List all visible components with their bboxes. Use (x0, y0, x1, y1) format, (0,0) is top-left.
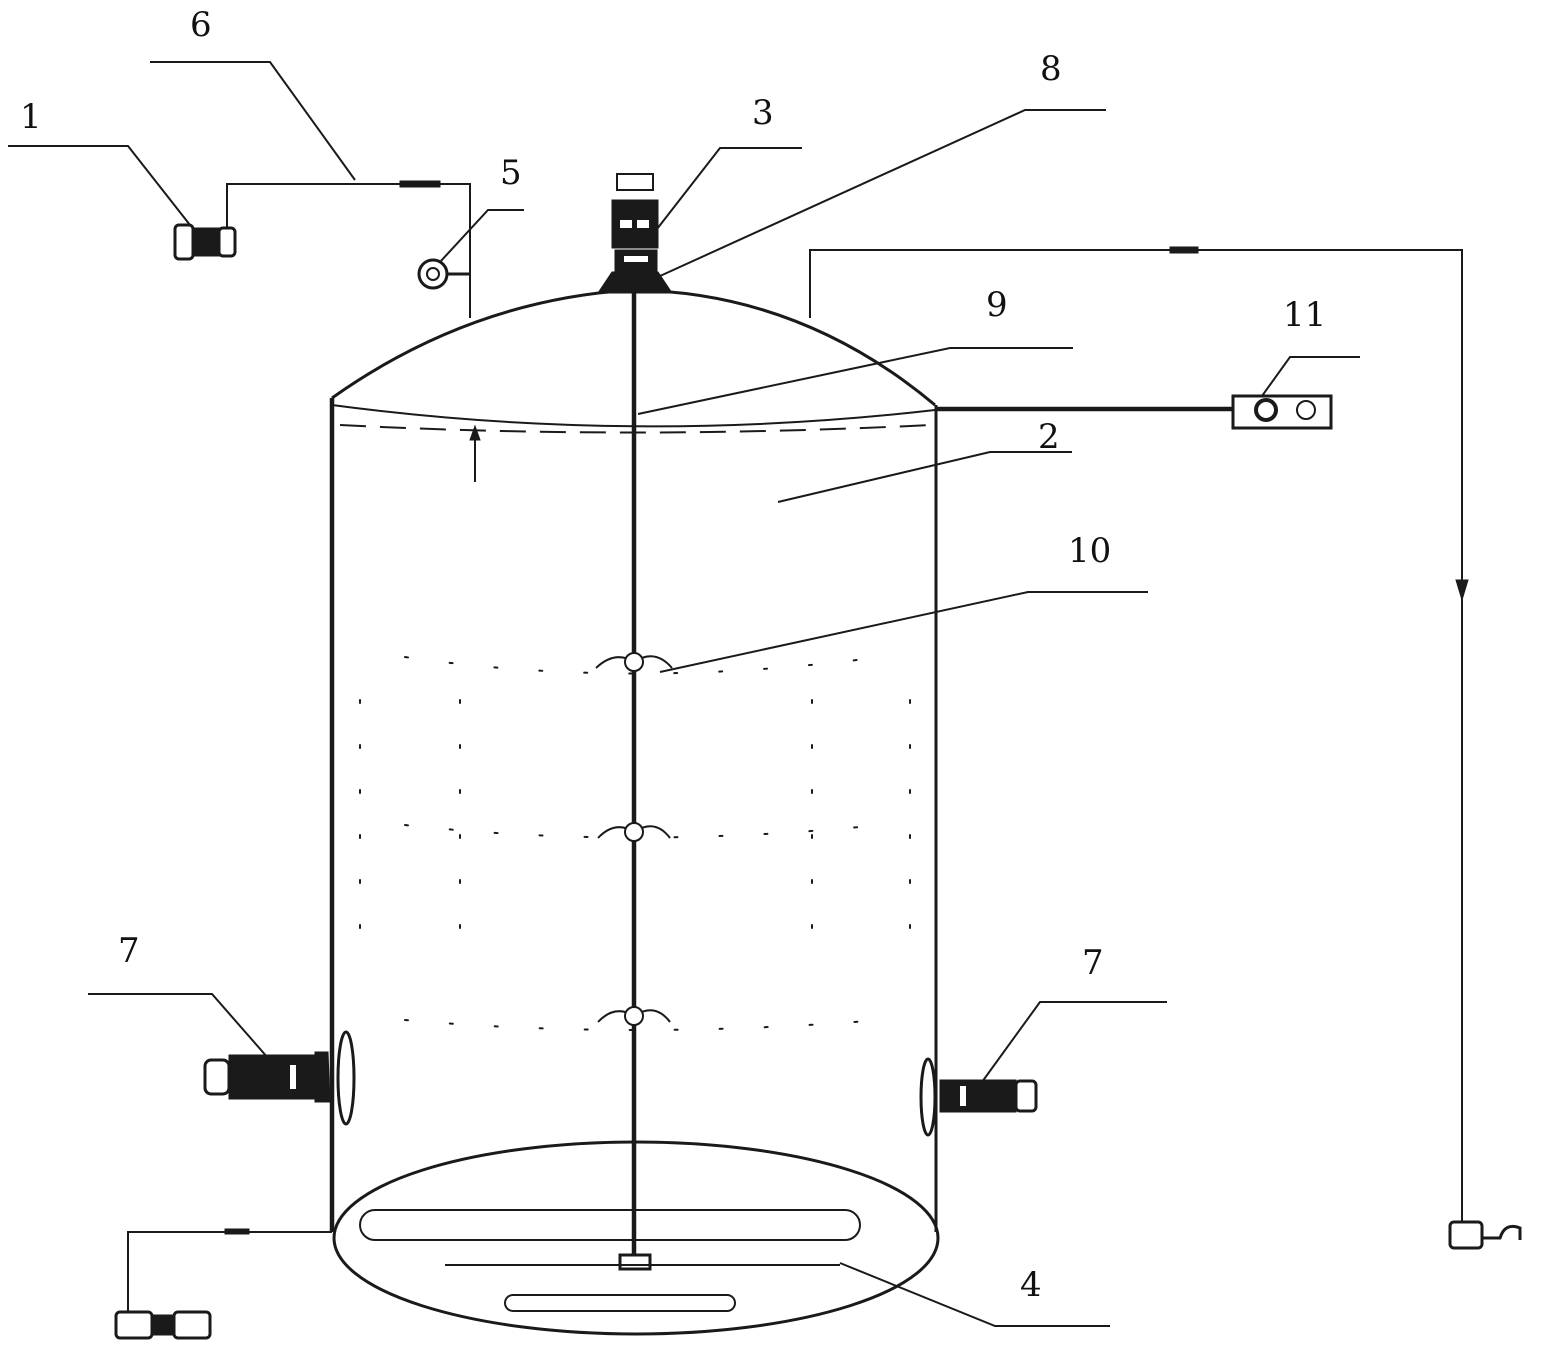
side-motor-right-stripe (960, 1086, 966, 1106)
leader-7-right (981, 1001, 1167, 1083)
leader-10 (659, 591, 1148, 673)
top-motor-assembly (597, 173, 673, 294)
side-motor-left-propeller (336, 1030, 356, 1126)
leader-4 (839, 1262, 1110, 1327)
pump-1-head (217, 226, 237, 258)
motor-window-2 (637, 220, 649, 228)
side-motor-left-body (228, 1054, 316, 1100)
impeller-middle-hub (624, 822, 644, 842)
tank-vessel (329, 288, 940, 1336)
pump-right-outlet (1482, 1224, 1522, 1240)
side-motor-left-cap (203, 1058, 231, 1096)
sensor-11-assembly (936, 394, 1333, 430)
impeller-lower-hub (624, 1006, 644, 1026)
plate-lower (404, 1019, 881, 1031)
plate-middle (404, 824, 881, 839)
motor-body (611, 199, 659, 249)
plate-upper (404, 656, 881, 675)
inlet-pipe (226, 183, 471, 318)
level-arrow-head (469, 424, 481, 441)
callout-labels: 1 2 3 4 5 6 7 7 8 9 10 11 (20, 5, 1326, 1305)
callout-7-right: 7 (1082, 943, 1104, 983)
outlet-pipe-marker (224, 1228, 250, 1235)
pump-1-body (173, 223, 195, 261)
outlet-pump-body (114, 1310, 154, 1340)
pressure-gauge-5-center (426, 267, 440, 281)
side-motor-left-flange (314, 1051, 331, 1103)
pump-1-coupling (192, 227, 220, 257)
circulation-flow-marker-top (1169, 246, 1199, 254)
sensor-11-box (1231, 394, 1333, 430)
side-motor-left-stripe (290, 1065, 296, 1089)
callout-11: 11 (1283, 295, 1326, 335)
sensor-11-dial-1 (1254, 398, 1278, 422)
leader-1 (8, 145, 191, 226)
leader-7-left (88, 993, 269, 1059)
pump-right-body (1448, 1220, 1484, 1250)
impeller-upper-hub (624, 652, 644, 672)
outlet-line (114, 1228, 332, 1340)
callout-8: 8 (1040, 49, 1062, 89)
circulation-arrow-down (1455, 579, 1469, 602)
side-motor-right-propeller (919, 1057, 937, 1137)
side-motor-right-cap (1014, 1079, 1038, 1113)
internal-plates (359, 656, 911, 1031)
side-motor-right (919, 1057, 1038, 1137)
leader-5 (439, 209, 524, 263)
sensor-11-dial-2 (1296, 400, 1316, 420)
callout-5: 5 (500, 153, 522, 193)
leader-8 (659, 109, 1106, 277)
circulation-line (809, 246, 1522, 1250)
flow-meter-6 (399, 180, 441, 188)
inlet-feed-line (173, 180, 471, 318)
leader-3 (649, 147, 802, 239)
callout-2: 2 (1038, 417, 1060, 457)
callout-4: 4 (1020, 1265, 1042, 1305)
side-motor-right-body (939, 1079, 1017, 1113)
leader-lines (8, 61, 1360, 1327)
bottom-coil-inner (504, 1294, 736, 1312)
leader-11 (1261, 356, 1360, 397)
callout-10: 10 (1068, 531, 1111, 571)
outlet-pipe (127, 1231, 332, 1315)
bottom-paddle-hub (618, 1253, 652, 1271)
shaft-seal-flange (597, 271, 673, 294)
motor-window-1 (620, 220, 632, 228)
callout-1: 1 (20, 97, 42, 137)
callout-9: 9 (986, 285, 1008, 325)
stirring-shaft-assembly (359, 285, 861, 1312)
callout-6: 6 (190, 5, 212, 45)
motor-base-window (624, 256, 648, 262)
circulation-pipe (809, 249, 1463, 1225)
callout-3: 3 (752, 93, 774, 133)
bottom-coil-outer (359, 1209, 861, 1241)
side-motor-left (203, 1030, 356, 1126)
callout-7-left: 7 (118, 931, 140, 971)
leader-6 (150, 61, 356, 181)
leader-2 (777, 451, 1072, 503)
motor-cap (616, 173, 654, 191)
leader-9 (637, 347, 1073, 415)
outlet-pump-head (172, 1310, 212, 1340)
outlet-pump-coupling (151, 1314, 175, 1336)
